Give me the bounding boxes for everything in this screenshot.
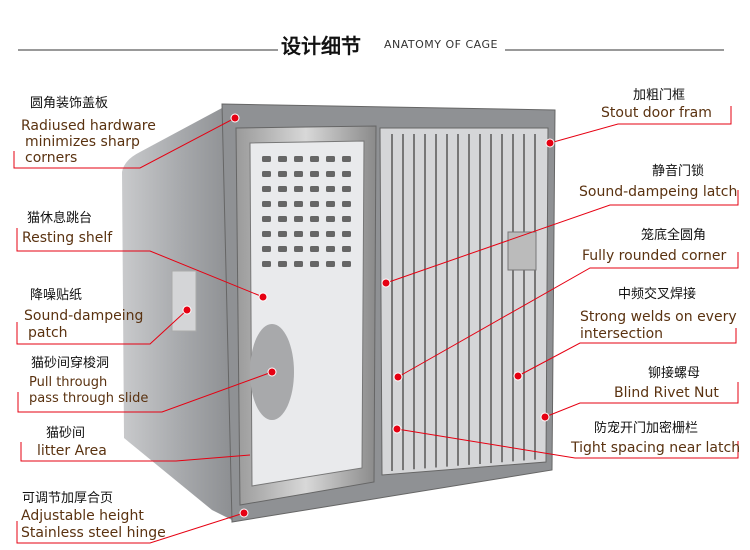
- vent-hole: [342, 156, 351, 162]
- vent-hole: [278, 246, 287, 252]
- vent-hole: [262, 231, 271, 237]
- vent-hole: [310, 261, 319, 267]
- callout-patch-en-1: Sound-dampeing: [24, 308, 144, 324]
- vent-hole: [342, 261, 351, 267]
- callout-corner-cn: 笼底全圆角: [641, 228, 707, 243]
- callout-frame-cn: 加粗门框: [633, 88, 686, 103]
- callout-shelf-cn: 猫休息跳台: [27, 211, 93, 226]
- vent-hole: [310, 171, 319, 177]
- callout-radiused-en-3: corners: [25, 150, 78, 166]
- vent-hole: [342, 171, 351, 177]
- vent-hole: [326, 246, 335, 252]
- vent-hole: [326, 186, 335, 192]
- vent-hole: [294, 186, 303, 192]
- vent-hole: [294, 246, 303, 252]
- callout-hinge-en-2: Stainless steel hinge: [21, 525, 166, 541]
- callout-spacing-en: Tight spacing near latch: [571, 440, 741, 456]
- latch-plate: [507, 231, 537, 271]
- left-door-window: [249, 140, 365, 487]
- sound-patch: [171, 270, 197, 332]
- vent-hole: [342, 186, 351, 192]
- vent-hole: [342, 216, 351, 222]
- callout-dots: [182, 113, 555, 518]
- vent-hole: [278, 216, 287, 222]
- callout-welds-en-1: Strong welds on every: [580, 309, 737, 325]
- vent-hole: [262, 171, 271, 177]
- callout-radiused-cn: 圆角装饰盖板: [30, 96, 109, 111]
- vent-hole: [310, 186, 319, 192]
- vent-holes: [262, 156, 351, 267]
- vent-hole: [278, 201, 287, 207]
- vent-hole: [326, 216, 335, 222]
- vent-hole: [262, 186, 271, 192]
- vent-hole: [310, 246, 319, 252]
- callout-frame-en: Stout door fram: [601, 105, 712, 121]
- callout-slide-en-2: pass through slide: [29, 391, 149, 406]
- grid-bars: [391, 134, 536, 472]
- vent-hole: [310, 231, 319, 237]
- callout-spacing-cn: 防宠开门加密栅栏: [594, 421, 699, 436]
- grid-door: [379, 127, 549, 476]
- vent-hole: [278, 186, 287, 192]
- vent-hole: [294, 171, 303, 177]
- callout-slide-cn: 猫砂间穿梭洞: [31, 356, 110, 371]
- vent-hole: [326, 261, 335, 267]
- callout-patch-cn: 降噪贴纸: [30, 288, 83, 303]
- vent-hole: [262, 246, 271, 252]
- vent-hole: [342, 201, 351, 207]
- vent-hole: [326, 201, 335, 207]
- callout-slide-en-1: Pull through: [29, 375, 108, 390]
- vent-hole: [262, 261, 271, 267]
- callout-litter-en: litter Area: [37, 443, 107, 459]
- callout-hinge-cn: 可调节加厚合页: [22, 491, 114, 506]
- vent-hole: [310, 216, 319, 222]
- vent-hole: [310, 201, 319, 207]
- vent-hole: [342, 231, 351, 237]
- callout-litter-cn: 猫砂间: [46, 426, 86, 441]
- vent-hole: [294, 216, 303, 222]
- vent-hole: [310, 156, 319, 162]
- vent-hole: [326, 231, 335, 237]
- page-subtitle: ANATOMY OF CAGE: [384, 38, 498, 51]
- vent-hole: [294, 231, 303, 237]
- callout-latch-cn: 静音门锁: [652, 164, 705, 179]
- vent-hole: [278, 261, 287, 267]
- vent-hole: [294, 156, 303, 162]
- callout-patch-en-2: patch: [28, 325, 68, 341]
- vent-hole: [326, 156, 335, 162]
- page-title: 设计细节: [281, 34, 361, 58]
- vent-hole: [262, 216, 271, 222]
- callout-lines: [13, 106, 739, 544]
- vent-hole: [262, 156, 271, 162]
- vent-hole: [342, 246, 351, 252]
- callout-latch-en: Sound-dampeing latch: [579, 184, 738, 200]
- callout-corner-en: Fully rounded corner: [582, 248, 727, 264]
- vent-hole: [278, 231, 287, 237]
- callout-welds-en-2: intersection: [580, 326, 664, 342]
- vent-hole: [294, 201, 303, 207]
- callout-radiused-en-1: Radiused hardware: [21, 118, 156, 134]
- vent-hole: [278, 171, 287, 177]
- vent-hole: [262, 201, 271, 207]
- vent-hole: [278, 156, 287, 162]
- callout-shelf-en: Resting shelf: [22, 230, 113, 246]
- vent-hole: [326, 171, 335, 177]
- callout-rivet-en: Blind Rivet Nut: [614, 385, 719, 401]
- callout-hinge-en-1: Adjustable height: [21, 508, 144, 524]
- callout-rivet-cn: 铆接螺母: [648, 366, 701, 381]
- callout-radiused-en-2: minimizes sharp: [25, 134, 140, 150]
- callout-welds-cn: 中频交叉焊接: [618, 287, 697, 302]
- vent-hole: [294, 261, 303, 267]
